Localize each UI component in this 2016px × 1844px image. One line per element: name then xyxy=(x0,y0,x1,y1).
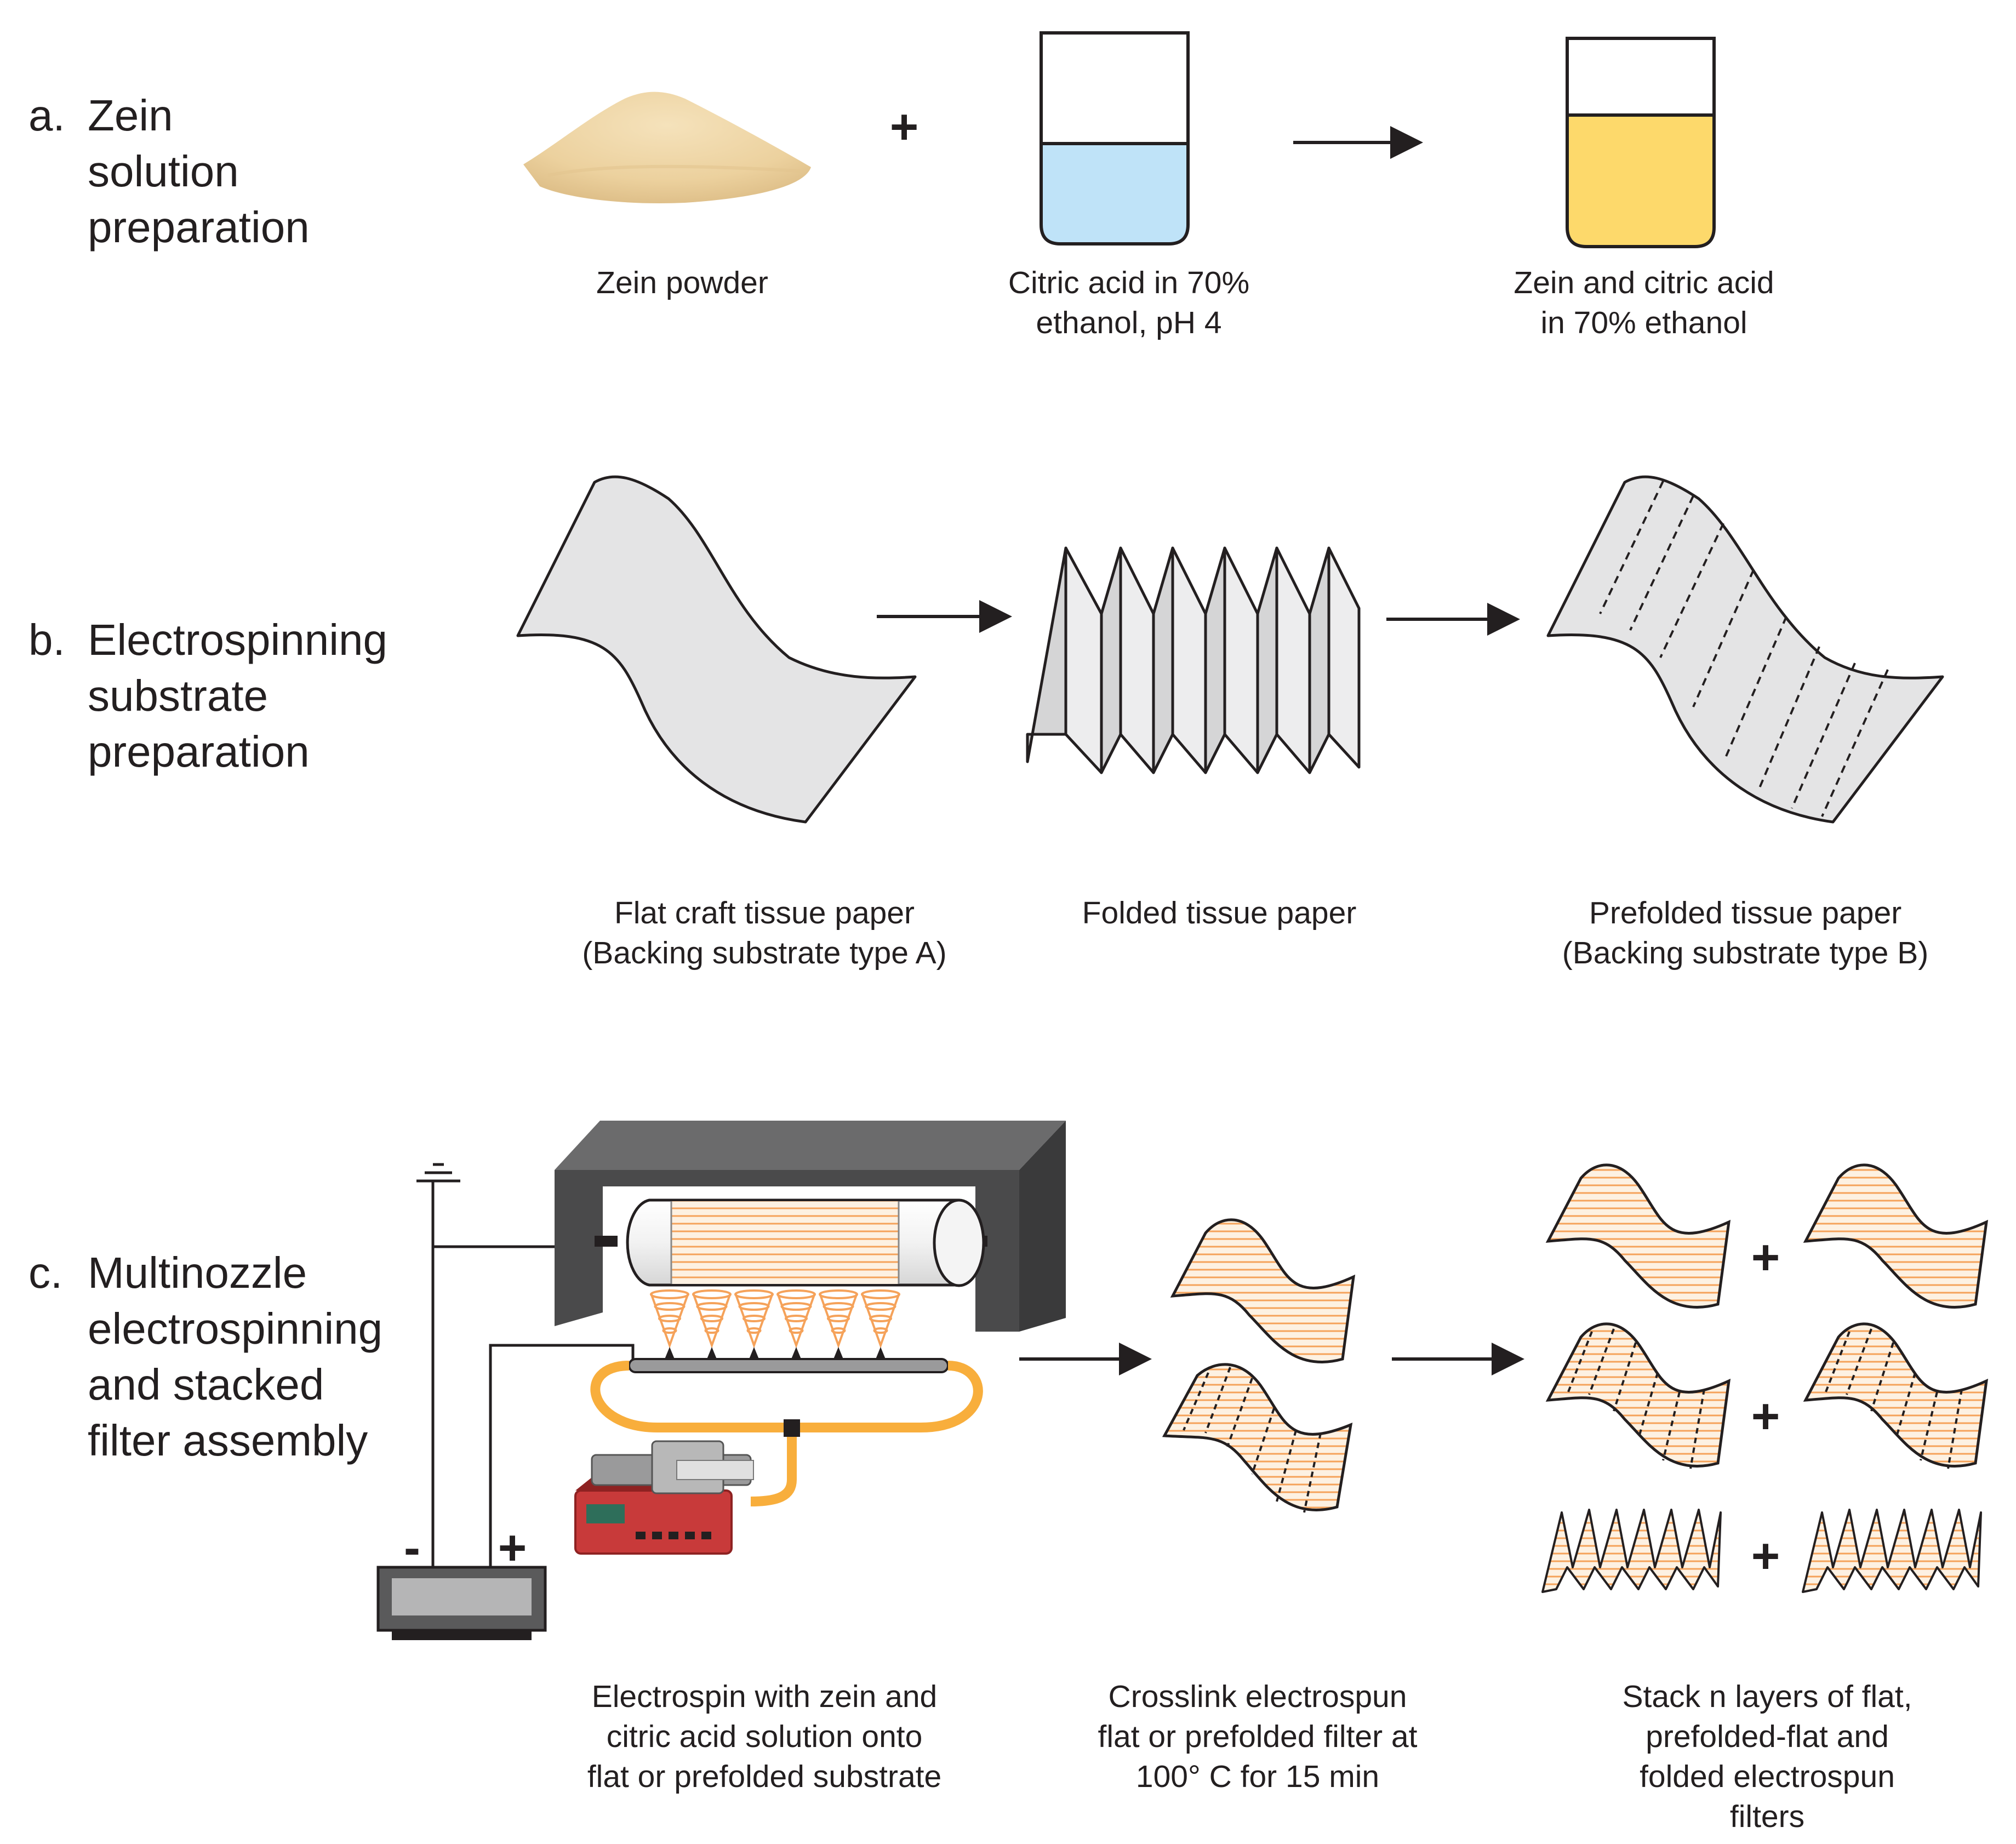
power-plus-terminal: + xyxy=(498,1521,527,1575)
stack-plus-1: + xyxy=(1751,1230,1780,1285)
section-a-label: a. Zein solution preparation xyxy=(28,91,310,252)
stack-flat-filter-right xyxy=(1803,1163,1989,1309)
stack-plus-2: + xyxy=(1751,1389,1780,1444)
caption-electrospin-line-1: Electrospin with zein and xyxy=(592,1679,938,1714)
caption-crosslink-line-2: flat or prefolded filter at xyxy=(1098,1719,1418,1754)
caption-flat-line-2: (Backing substrate type A) xyxy=(582,935,946,970)
section-c-title-line-1: Multinozzle xyxy=(88,1248,307,1297)
crosslink-prefolded-filter xyxy=(1162,1363,1353,1513)
caption-prefolded-line-2: (Backing substrate type B) xyxy=(1562,935,1928,970)
flat-tissue-paper xyxy=(516,475,917,824)
caption-electrospin-line-2: citric acid solution onto xyxy=(607,1719,923,1754)
stack-flat-filter-left xyxy=(1545,1163,1731,1309)
stack-prefolded-filter-left xyxy=(1545,1322,1731,1469)
citric-acid-beaker xyxy=(1040,31,1190,246)
caption-crosslink-line-3: 100° C for 15 min xyxy=(1136,1759,1379,1794)
section-b-letter: b. xyxy=(28,615,65,664)
high-voltage-power-supply xyxy=(376,1566,547,1640)
nozzle-tip xyxy=(749,1347,759,1359)
section-a-letter: a. xyxy=(28,91,65,140)
fiber-jet-cone xyxy=(734,1289,774,1349)
prefolded-tissue-paper xyxy=(1546,475,1944,824)
nozzle-tip xyxy=(707,1347,717,1359)
zein-citric-mixture-beaker xyxy=(1566,37,1716,248)
section-a-title-line-2: solution xyxy=(88,147,239,196)
nozzle-tip xyxy=(665,1347,675,1359)
nozzle-tip xyxy=(876,1347,886,1359)
section-a-title-line-1: Zein xyxy=(88,91,173,140)
caption-mixture-line-1: Zein and citric acid xyxy=(1514,265,1774,300)
caption-prefolded-line-1: Prefolded tissue paper xyxy=(1589,895,1901,930)
caption-flat-line-1: Flat craft tissue paper xyxy=(614,895,915,930)
section-b-label: b. Electrospinning substrate preparation xyxy=(28,615,387,776)
caption-crosslink-line-1: Crosslink electrospun xyxy=(1109,1679,1407,1714)
section-a-title-line-3: preparation xyxy=(88,203,310,252)
ground-symbol xyxy=(416,1163,460,1567)
fiber-jet-cone xyxy=(650,1289,689,1349)
caption-electrospin-line-3: flat or prefolded substrate xyxy=(587,1759,941,1794)
caption-stack-line-2: prefolded-flat and xyxy=(1646,1719,1889,1754)
rotating-drum-collector xyxy=(595,1198,987,1287)
fiber-jet-cone xyxy=(776,1289,816,1349)
nozzle-manifold xyxy=(628,1347,949,1373)
power-minus-terminal: - xyxy=(404,1521,420,1575)
nozzle-tip xyxy=(833,1347,843,1359)
section-c-title-line-4: filter assembly xyxy=(88,1416,368,1465)
caption-stack-line-3: folded electrospun xyxy=(1640,1759,1895,1794)
feed-tubing xyxy=(590,1361,983,1506)
caption-zein-powder: Zein powder xyxy=(596,265,768,300)
wiring xyxy=(433,1245,635,1567)
section-b-title-line-1: Electrospinning xyxy=(88,615,387,664)
section-b-title-line-2: substrate xyxy=(88,671,268,720)
fiber-jet-cone xyxy=(692,1289,732,1349)
caption-citric-acid-line-2: ethanol, pH 4 xyxy=(1036,305,1221,340)
section-b-title-line-3: preparation xyxy=(88,727,310,776)
section-c-letter: c. xyxy=(28,1248,62,1297)
section-c-label: c. Multinozzle electrospinning and stack… xyxy=(28,1248,382,1465)
fiber-jet-cone xyxy=(819,1289,858,1349)
stack-folded-filter-right xyxy=(1802,1509,1982,1593)
stack-plus-3: + xyxy=(1751,1529,1780,1584)
caption-mixture-line-2: in 70% ethanol xyxy=(1540,305,1747,340)
nozzle-tips xyxy=(665,1347,886,1359)
collector-housing xyxy=(555,1121,1066,1332)
plus-sign-a: + xyxy=(890,100,919,155)
caption-folded: Folded tissue paper xyxy=(1082,895,1357,930)
folded-tissue-paper xyxy=(1026,546,1361,774)
section-c-title-line-2: electrospinning xyxy=(88,1304,382,1353)
crosslink-flat-filter xyxy=(1170,1218,1356,1363)
fiber-jet-cone xyxy=(861,1289,900,1349)
caption-stack-line-4: filters xyxy=(1730,1799,1804,1834)
zein-powder-illustration xyxy=(523,92,811,203)
nozzle-tip xyxy=(791,1347,801,1359)
stack-folded-filter-left xyxy=(1541,1509,1722,1593)
stack-prefolded-filter-right xyxy=(1803,1322,1989,1469)
caption-stack-line-1: Stack n layers of flat, xyxy=(1622,1679,1912,1714)
syringe-pump xyxy=(574,1440,754,1555)
section-c-title-line-3: and stacked xyxy=(88,1360,324,1409)
caption-citric-acid-line-1: Citric acid in 70% xyxy=(1008,265,1249,300)
fiber-jets xyxy=(650,1289,900,1349)
